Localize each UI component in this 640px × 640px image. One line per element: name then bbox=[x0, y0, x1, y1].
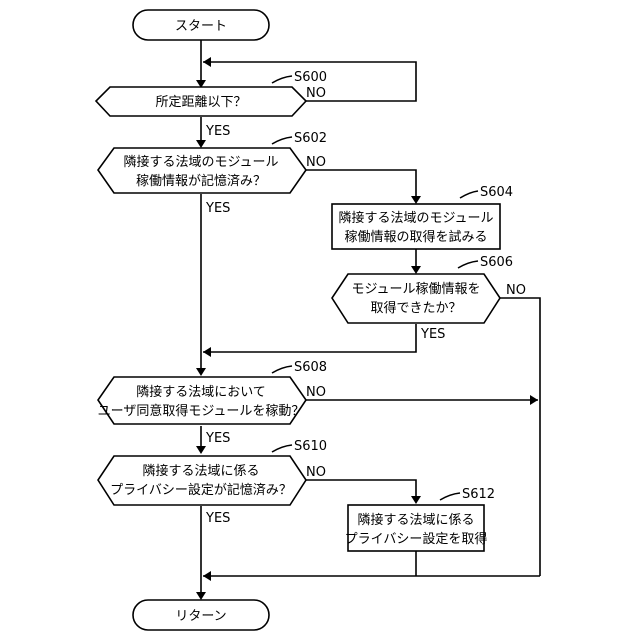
s602-no-label: NO bbox=[306, 155, 326, 170]
s608-text-line2: ユーザ同意取得モジュールを稼動？ bbox=[98, 403, 305, 419]
s600-step-id: S600 bbox=[294, 70, 327, 85]
process-s604: 隣接する法域のモジュール 稼働情報の取得を試みる S604 bbox=[332, 185, 513, 249]
connector-s610-no bbox=[306, 480, 416, 502]
s602-step-id: S602 bbox=[294, 131, 327, 146]
end-terminal: リターン bbox=[133, 600, 269, 630]
decision-s602: 隣接する法域のモジュール 稼働情報が記憶済み？ S602 NO YES bbox=[98, 131, 327, 216]
s602-text-line1: 隣接する法域のモジュール bbox=[123, 154, 278, 170]
decision-s606: モジュール稼働情報を 取得できたか？ S606 NO YES bbox=[332, 255, 526, 342]
s610-no-label: NO bbox=[306, 465, 326, 480]
decision-s608: 隣接する法域において ユーザ同意取得モジュールを稼動？ S608 NO YES bbox=[98, 360, 328, 446]
decision-s600: 所定距離以下？ S600 NO YES bbox=[96, 70, 327, 139]
s600-yes-label: YES bbox=[205, 124, 230, 139]
s604-text-line1: 隣接する法域のモジュール bbox=[338, 210, 493, 226]
s602-text-line2: 稼働情報が記憶済み？ bbox=[136, 173, 266, 189]
s604-step-id: S604 bbox=[480, 185, 513, 200]
s608-yes-label: YES bbox=[205, 431, 230, 446]
s606-no-label: NO bbox=[506, 283, 526, 298]
s610-step-id: S610 bbox=[294, 439, 327, 454]
connector-s606-no bbox=[500, 298, 540, 576]
s610-text-line1: 隣接する法域に係る bbox=[142, 463, 259, 479]
s606-text-line2: 取得できたか？ bbox=[370, 300, 461, 316]
s612-text-line1: 隣接する法域に係る bbox=[357, 512, 474, 528]
s606-yes-label: YES bbox=[420, 327, 445, 342]
s610-text-line2: プライバシー設定が記憶済み？ bbox=[110, 482, 292, 498]
end-label: リターン bbox=[175, 609, 226, 624]
s608-no-label: NO bbox=[306, 385, 326, 400]
s612-text-line2: プライバシー設定を取得 bbox=[345, 531, 488, 547]
start-label: スタート bbox=[175, 19, 227, 34]
s604-text-line2: 稼働情報の取得を試みる bbox=[344, 229, 487, 245]
s602-yes-label: YES bbox=[205, 201, 230, 216]
connector-s602-no bbox=[306, 170, 416, 202]
start-terminal: スタート bbox=[133, 10, 269, 40]
s600-no-label: NO bbox=[306, 86, 326, 101]
decision-s610: 隣接する法域に係る プライバシー設定が記憶済み？ S610 NO YES bbox=[98, 439, 327, 526]
s608-text-line1: 隣接する法域において bbox=[136, 384, 266, 400]
s600-text: 所定距離以下？ bbox=[155, 95, 246, 110]
connector-s606-yes bbox=[203, 324, 416, 352]
s608-step-id: S608 bbox=[294, 360, 327, 375]
s610-yes-label: YES bbox=[205, 511, 230, 526]
s606-text-line1: モジュール稼働情報を bbox=[351, 282, 480, 297]
s606-step-id: S606 bbox=[480, 255, 513, 270]
s612-step-id: S612 bbox=[462, 487, 495, 502]
